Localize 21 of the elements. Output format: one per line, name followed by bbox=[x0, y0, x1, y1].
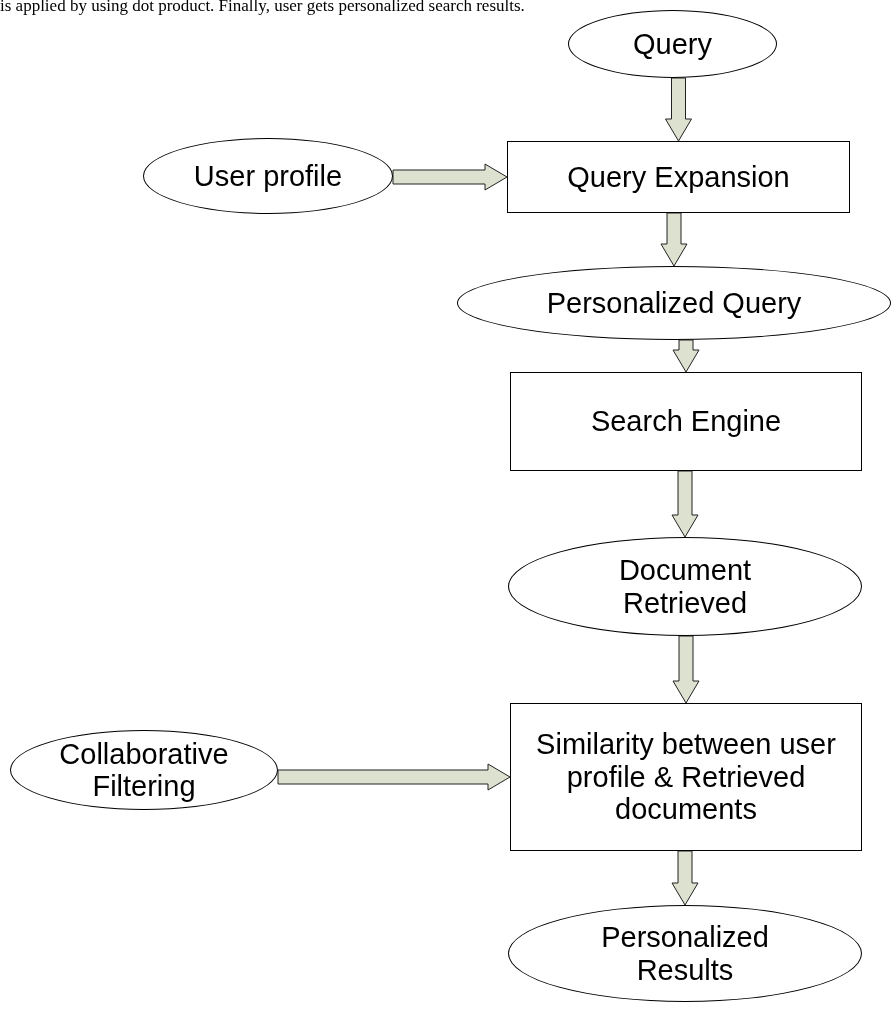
block-arrow bbox=[277, 763, 511, 791]
block-arrow bbox=[392, 163, 508, 191]
process-box bbox=[510, 703, 862, 851]
node-label: Personalized Results bbox=[600, 921, 770, 986]
block-arrow bbox=[672, 339, 700, 373]
block-arrow bbox=[672, 635, 700, 704]
node-label: Similarity between user profile & Retrieved documents bbox=[536, 728, 836, 826]
node-label: Query bbox=[633, 27, 712, 61]
block-arrow bbox=[665, 77, 692, 142]
node-label: Document Retrieved bbox=[617, 554, 753, 619]
block-arrow bbox=[671, 850, 699, 906]
text-line: is applied by using dot product. Finally, user gets personalized search results. bbox=[0, 0, 525, 16]
node-label: Search Engine bbox=[590, 405, 782, 438]
node-label: Query Expansion bbox=[567, 160, 790, 194]
block-arrow bbox=[660, 212, 688, 267]
process-box bbox=[510, 372, 862, 471]
node-label: Collaborative Filtering bbox=[58, 737, 230, 803]
process-box bbox=[507, 141, 850, 213]
node-label: Personalized Query bbox=[546, 286, 802, 320]
block-arrow bbox=[671, 470, 699, 538]
node-label: User profile bbox=[193, 159, 343, 193]
